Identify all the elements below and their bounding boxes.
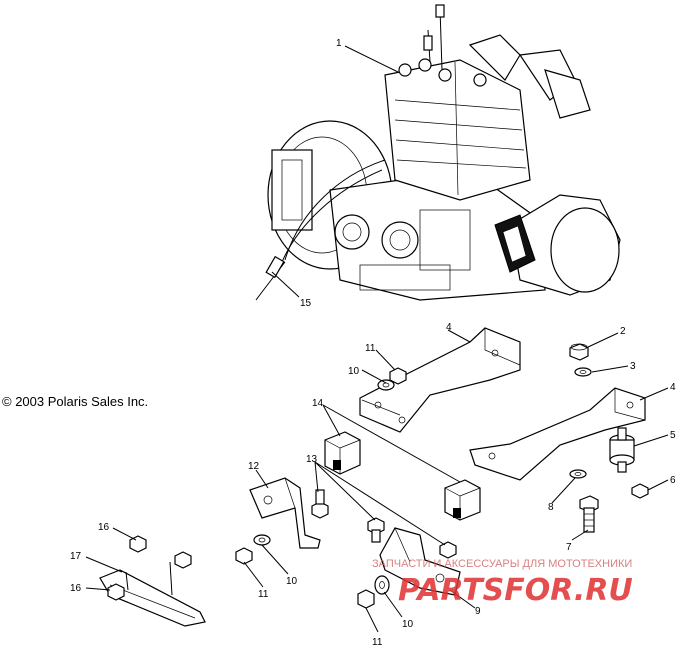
callout-15: 15 bbox=[300, 298, 312, 309]
nut-6 bbox=[631, 483, 649, 499]
leader-lines bbox=[85, 45, 669, 633]
washer-3 bbox=[574, 367, 592, 377]
callout-7: 7 bbox=[566, 542, 572, 553]
callout-11-low: 11 bbox=[372, 637, 383, 647]
callout-4-upper: 4 bbox=[446, 322, 452, 333]
callout-8: 8 bbox=[548, 502, 554, 513]
stud-16-c bbox=[107, 583, 125, 601]
bolt-13-b bbox=[367, 517, 385, 543]
stud-16-a bbox=[129, 535, 147, 553]
watermark-logo: PARTSFOR.RU bbox=[398, 573, 633, 608]
callout-12: 12 bbox=[248, 461, 260, 472]
engine-mount-bracket-lower bbox=[469, 387, 646, 481]
isolator-5 bbox=[609, 427, 635, 473]
callout-16-upper: 16 bbox=[98, 522, 110, 533]
callout-5: 5 bbox=[670, 430, 676, 441]
callout-16-lower: 16 bbox=[70, 583, 82, 594]
callout-10-mid: 10 bbox=[286, 576, 298, 587]
callout-13: 13 bbox=[306, 454, 318, 465]
callout-11-mid: 11 bbox=[258, 589, 269, 600]
callout-14: 14 bbox=[312, 398, 324, 409]
bolt-13-a bbox=[311, 489, 329, 519]
stud-16-b bbox=[174, 551, 192, 569]
rubber-mount-14-b bbox=[444, 479, 481, 521]
washer-10-mid bbox=[253, 534, 271, 546]
callout-2: 2 bbox=[620, 326, 626, 337]
watermark: ЗАПЧАСТИ И АКСЕССУАРЫ ДЛЯ МОТОТЕХНИКИ PA… bbox=[372, 558, 633, 608]
nut-11-upper bbox=[389, 367, 407, 385]
copyright-notice: © 2003 Polaris Sales Inc. bbox=[2, 394, 148, 409]
callout-4-lower: 4 bbox=[670, 382, 676, 393]
washer-10-low bbox=[374, 575, 390, 595]
washer-8 bbox=[569, 469, 587, 479]
bracket-12 bbox=[249, 477, 321, 549]
nut-bracket-9 bbox=[439, 541, 457, 559]
callout-10-upper: 10 bbox=[348, 366, 360, 377]
engine-mount-bracket-upper bbox=[359, 327, 521, 433]
callout-17: 17 bbox=[70, 551, 82, 562]
nut-2 bbox=[569, 343, 589, 361]
callout-11-upper: 11 bbox=[365, 343, 376, 354]
bracket-9 bbox=[379, 527, 461, 596]
washer-10-upper bbox=[377, 379, 395, 391]
bolt-7 bbox=[579, 495, 599, 533]
nut-11-mid bbox=[235, 547, 253, 565]
callout-10-low: 10 bbox=[402, 619, 414, 630]
callout-6: 6 bbox=[670, 475, 676, 486]
engine-assembly bbox=[255, 4, 621, 301]
watermark-tagline: ЗАПЧАСТИ И АКСЕССУАРЫ ДЛЯ МОТОТЕХНИКИ bbox=[372, 558, 632, 570]
callout-labels: 1 15 4 2 3 4 5 6 8 7 9 11 10 14 12 13 10… bbox=[70, 38, 676, 647]
callout-9: 9 bbox=[475, 606, 481, 617]
callout-1: 1 bbox=[336, 38, 342, 49]
rubber-mount-14-a bbox=[324, 431, 361, 475]
callout-3: 3 bbox=[630, 361, 636, 372]
nut-11-low bbox=[357, 589, 375, 609]
